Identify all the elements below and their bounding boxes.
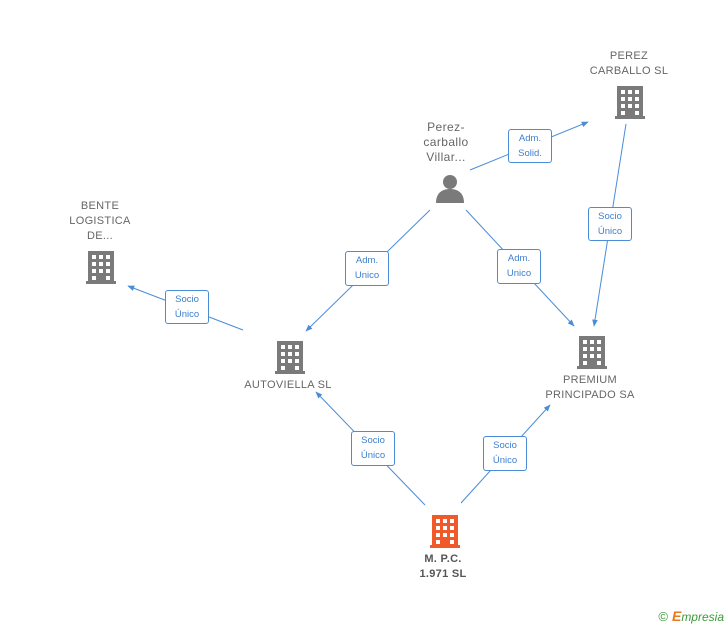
node-label-person[interactable]: Perez- carballo Villar... [400,120,492,165]
edge-label-perez-to-premium: Socio Único [588,207,632,241]
node-label-line: DE... [87,230,113,242]
building-icon[interactable] [615,86,645,119]
node-label-premium-principado[interactable]: PREMIUM PRINCIPADO SA [530,373,650,403]
node-label-line: M. P.C. [424,553,462,565]
node-label-line: CARBALLO SL [589,65,669,77]
brand-name: mpresia [681,610,724,624]
node-label-line: PRINCIPADO SA [545,389,635,401]
node-label-line: Perez- [427,120,465,134]
edge-label-line: Único [360,450,386,461]
edge-label-line: Único [174,309,200,320]
edge-label-line: Unico [506,268,532,279]
edge-label-mpc-to-autoviella: Socio Único [351,431,395,466]
edge-label-line: Socio [175,294,199,305]
edge-label-line: Solid. [518,148,542,159]
building-icon[interactable] [577,336,607,369]
edge-label-line: Adm. [518,133,542,144]
person-icon[interactable] [436,175,464,203]
node-label-autoviella[interactable]: AUTOVIELLA SL [225,378,351,393]
edge-label-line: Único [597,226,623,237]
node-label-mpc[interactable]: M. P.C. 1.971 SL [395,552,491,582]
edge-label-line: Socio [361,435,385,446]
copyright-icon: © [658,609,668,624]
building-icon[interactable] [275,341,305,374]
edge-label-autoviella-to-bente: Socio Único [165,290,209,324]
brand-initial: E [671,608,682,624]
building-icon-focus[interactable] [430,515,460,548]
node-label-perez-carballo-sl[interactable]: PEREZ CARBALLO SL [570,49,688,79]
edge-label-line: Adm. [507,253,531,264]
edge-label-line: Único [492,455,518,466]
node-label-line: PREMIUM [562,374,618,386]
edge-label-line: Socio [598,211,622,222]
empresia-logo: ©Empresia [658,608,724,624]
edge-label-person-to-perez: Adm. Solid. [508,129,552,163]
edge-label-person-to-premium: Adm. Unico [497,249,541,284]
building-icon[interactable] [86,251,116,284]
node-label-line: AUTOVIELLA SL [244,379,332,391]
node-label-line: LOGISTICA [69,215,131,227]
edge-label-mpc-to-premium: Socio Único [483,436,527,471]
edge-label-line: Unico [354,270,380,281]
node-label-bente-logistica[interactable]: BENTE LOGISTICA DE... [50,199,150,244]
edge-label-line: Adm. [355,255,379,266]
node-label-line: 1.971 SL [419,568,467,580]
node-label-line: Villar... [426,150,466,164]
node-label-line: BENTE [80,200,120,212]
edge-label-person-to-autoviella: Adm. Unico [345,251,389,286]
node-label-line: carballo [423,135,469,149]
edge-label-line: Socio [493,440,517,451]
node-label-line: PEREZ [609,50,649,62]
